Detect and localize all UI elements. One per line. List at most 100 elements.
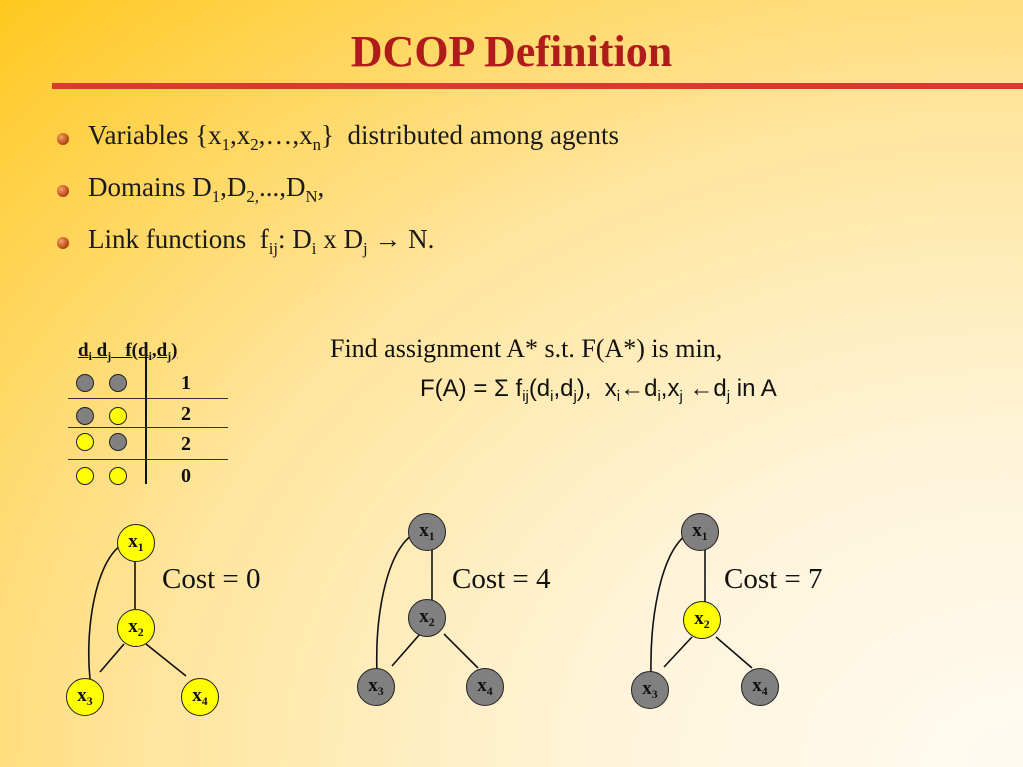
node-label: x <box>77 685 87 706</box>
table-header: di dj f(di,dj) <box>78 340 177 362</box>
edge-x2-x4 <box>443 633 479 669</box>
table-row-2-di-circle <box>76 433 94 451</box>
node-sub: 1 <box>137 541 144 555</box>
formula-text: ,d <box>553 375 574 402</box>
bullet-text: x D <box>316 224 363 254</box>
node-sub: 1 <box>701 530 708 544</box>
bullet-dot-icon <box>57 185 69 197</box>
node-sub: 4 <box>486 685 493 699</box>
graph-3-cost: Cost = 7 <box>724 563 823 595</box>
bullet-sub: 2 <box>250 134 259 154</box>
formula-sub: j <box>726 389 731 406</box>
node-sub: 3 <box>651 688 658 702</box>
node-label: x <box>419 606 429 627</box>
bullet-variables: Variables {x1,x2,…,xn} distributed among… <box>55 118 619 170</box>
header-text: d <box>91 340 108 361</box>
graph-2-node-x1: x1 <box>408 513 446 551</box>
bullet-text: Domains D <box>88 172 212 202</box>
formula-text: in A <box>730 375 777 402</box>
header-sub: i <box>88 350 92 364</box>
formula-sub: j <box>573 389 577 406</box>
node-sub: 4 <box>761 685 768 699</box>
edge-x2-x3 <box>663 636 693 668</box>
bullet-dot-icon <box>57 133 69 145</box>
node-label: x <box>752 675 762 696</box>
table-row-3-dj-circle <box>109 467 127 485</box>
graph-2-cost: Cost = 4 <box>452 563 551 595</box>
node-sub: 2 <box>137 626 144 640</box>
edge-x1-x3 <box>87 545 121 680</box>
node-label: x <box>192 685 202 706</box>
graph-3-node-x3: x3 <box>631 671 669 709</box>
table-row-divider <box>68 398 228 399</box>
bullet-sub: i <box>311 238 317 258</box>
header-sub: j <box>167 350 172 364</box>
graph-1-node-x3: x3 <box>66 678 104 716</box>
edge-x2-x4 <box>715 636 753 669</box>
header-text: f(d <box>111 340 149 361</box>
slide-title: DCOP Definition <box>350 27 673 76</box>
formula-sub: i <box>657 389 661 406</box>
bullet-text: ,D <box>220 172 247 202</box>
node-sub: 1 <box>428 530 435 544</box>
node-sub: 4 <box>201 695 208 709</box>
table-row-divider <box>68 459 228 460</box>
bullet-text: ,…,x <box>258 120 313 150</box>
bullet-sub: ij <box>268 238 279 258</box>
header-text: ,d <box>151 340 168 361</box>
formula-text: ,x <box>660 375 680 402</box>
bullet-sub: 1 <box>221 134 231 154</box>
node-sub: 3 <box>377 685 384 699</box>
formula-sub: i <box>616 389 621 406</box>
bullet-text: , <box>317 172 325 202</box>
table-row-0-di-circle <box>76 374 94 392</box>
formula-text: (d <box>528 375 551 402</box>
edge-x2-x4 <box>145 643 187 677</box>
formula-text: F(A) = Σ f <box>420 375 523 402</box>
bullet-text: Link functions f <box>88 224 269 254</box>
formula-text: ←d <box>682 375 727 402</box>
bullet-link-functions: Link functions fij: Di x Dj → N. <box>55 222 619 274</box>
header-sub: i <box>148 350 152 364</box>
bullet-text: → N. <box>367 224 435 254</box>
graph-1-cost: Cost = 0 <box>162 563 261 595</box>
table-row-1-dj-circle <box>109 407 127 425</box>
bullet-sub: j <box>362 238 368 258</box>
table-row-2-value: 2 <box>181 433 191 455</box>
title-underline <box>52 83 1023 89</box>
edge-x1-x3 <box>375 534 413 673</box>
graph-3-node-x4: x4 <box>741 668 779 706</box>
node-label: x <box>642 678 652 699</box>
header-sub: j <box>107 350 112 364</box>
table-row-0-dj-circle <box>109 374 127 392</box>
table-row-2-dj-circle <box>109 433 127 451</box>
table-row-divider <box>68 427 228 428</box>
bullet-sub: n <box>312 134 322 154</box>
node-label: x <box>368 675 378 696</box>
bullet-domains: Domains D1,D2,...,DN, <box>55 170 619 222</box>
bullet-sub: 1 <box>211 186 221 206</box>
bullet-text: ...,D <box>258 172 306 202</box>
bullet-list: Variables {x1,x2,…,xn} distributed among… <box>55 118 619 274</box>
find-assignment-text: Find assignment A* s.t. F(A*) is min, <box>330 334 723 363</box>
graph-2-node-x2: x2 <box>408 599 446 637</box>
formula-sub: ij <box>522 389 529 406</box>
formula-text: ), x <box>576 375 617 402</box>
table-vertical-divider <box>145 342 147 484</box>
formula-text: ←d <box>620 375 658 402</box>
bullet-text: Variables {x <box>88 120 222 150</box>
formula-sub: i <box>550 389 554 406</box>
node-sub: 2 <box>703 618 710 632</box>
bullet-sub: N <box>305 186 318 206</box>
table-row-3-value: 0 <box>181 465 191 487</box>
header-text: d <box>78 340 89 361</box>
node-label: x <box>477 675 487 696</box>
bullet-text: : D <box>278 224 312 254</box>
node-label: x <box>128 531 138 552</box>
node-label: x <box>694 608 704 629</box>
edge-x2-x3 <box>391 633 421 667</box>
node-sub: 2 <box>428 616 435 630</box>
table-row-0-value: 1 <box>181 372 191 394</box>
graph-1-node-x1: x1 <box>117 524 155 562</box>
